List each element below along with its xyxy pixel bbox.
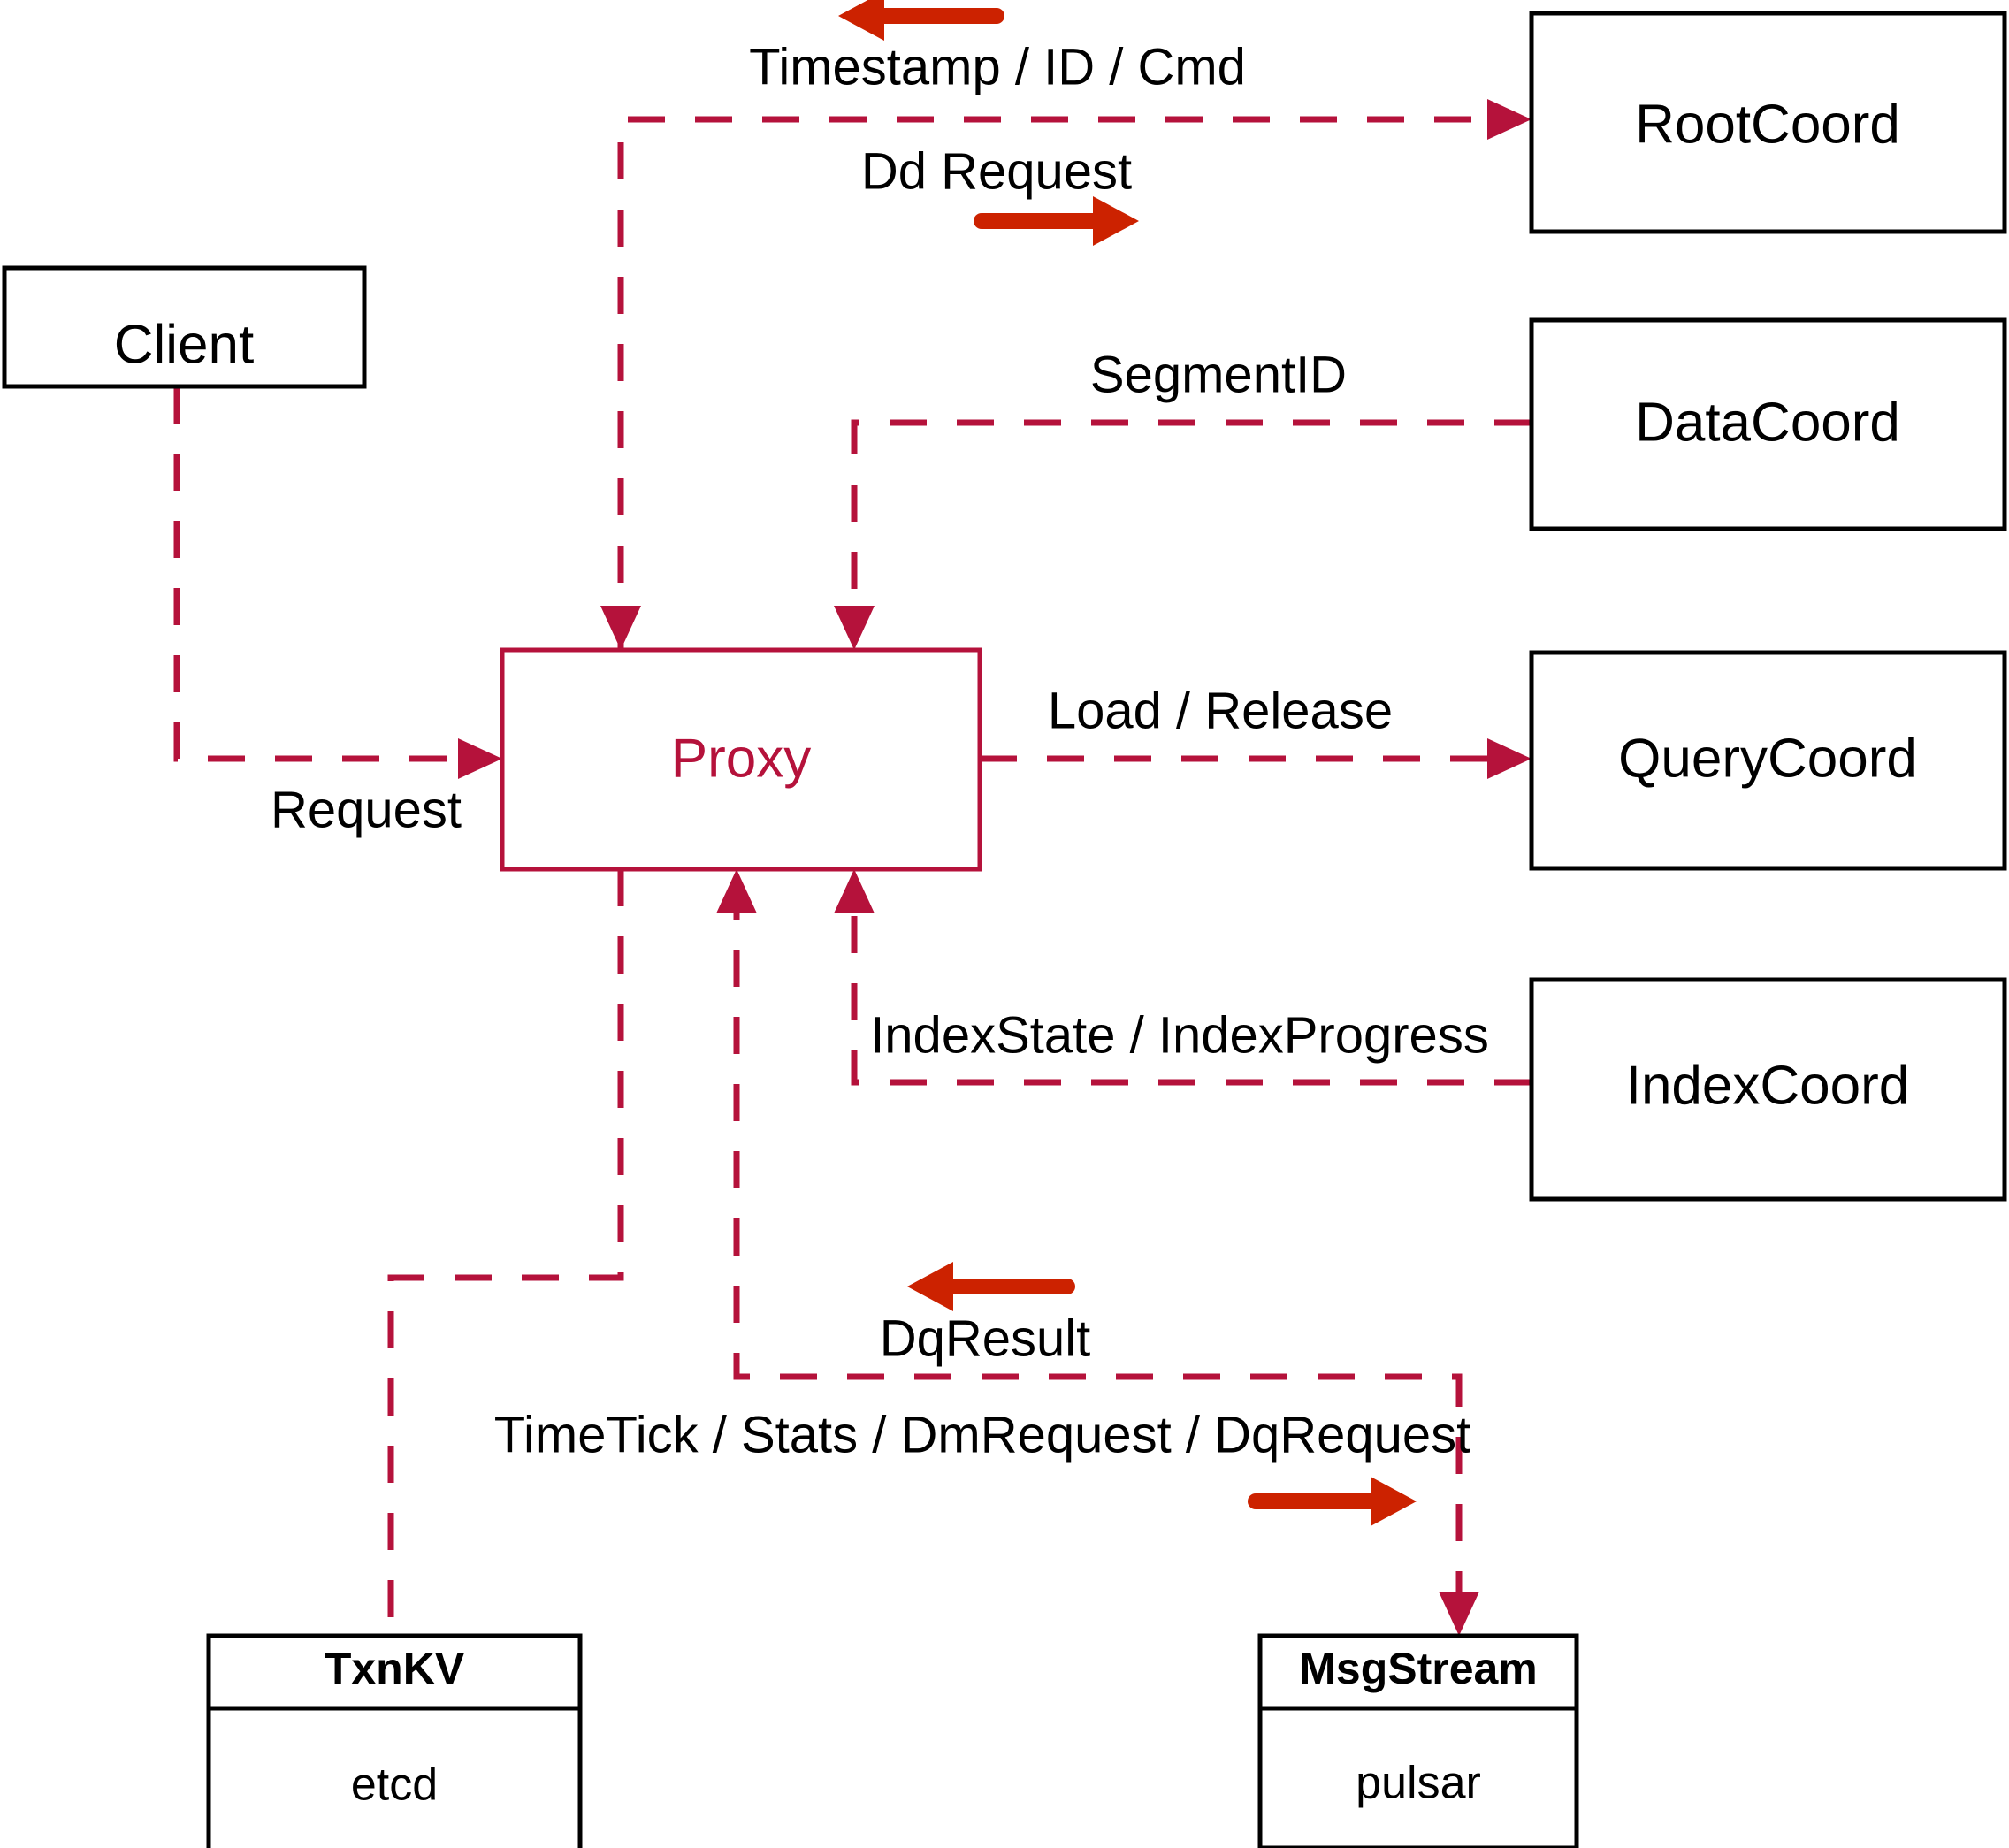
edge-label-load-release: Load / Release (1048, 682, 1393, 739)
edge-arrowhead-dd-request (1487, 99, 1532, 140)
direction-arrow-dd-request (974, 196, 1139, 246)
edge-arrowhead-dq-result (716, 869, 757, 913)
node-msgstream[interactable]: MsgStream pulsar (1257, 1633, 1579, 1848)
node-client[interactable]: Client (2, 265, 367, 389)
edge-line-txnkv (387, 869, 624, 1636)
node-rootcoord[interactable]: RootCoord (1529, 11, 2007, 234)
edge-label-segmentid: SegmentID (1090, 346, 1347, 403)
edge-arrowhead-timetick-stats (1439, 1592, 1479, 1636)
direction-arrow-dq-result (907, 1262, 1075, 1311)
node-label-datacoord: DataCoord (1635, 392, 1900, 453)
node-proxy[interactable]: Proxy (500, 647, 982, 872)
node-label-rootcoord: RootCoord (1635, 94, 1900, 155)
edge-arrowhead-segmentid (834, 606, 875, 650)
edge-arrowhead-index-state (834, 869, 875, 913)
node-txnkv[interactable]: TxnKV etcd (206, 1633, 583, 1848)
edge-line-index-state (851, 882, 1532, 1086)
edge-label-dq-result: DqResult (880, 1310, 1091, 1367)
edge-label-index-state: IndexState / IndexProgress (870, 1006, 1489, 1064)
node-datacoord[interactable]: DataCoord (1529, 317, 2007, 531)
edge-label-timetick-stats: TimeTick / Stats / DmRequest / DqRequest (494, 1406, 1471, 1463)
node-indexcoord[interactable]: IndexCoord (1529, 977, 2007, 1202)
node-querycoord[interactable]: QueryCoord (1529, 650, 2007, 871)
node-label-msgstream: MsgStream (1299, 1644, 1538, 1693)
edge-line-msgstream (733, 882, 1463, 1623)
node-label-indexcoord: IndexCoord (1626, 1055, 1910, 1116)
edge-arrowhead-load-release (1487, 738, 1532, 779)
direction-arrow-timestamp-id-cmd (838, 0, 1004, 41)
edge-arrowhead-request (458, 738, 502, 779)
node-label-client: Client (114, 314, 255, 375)
edge-arrowhead-timestamp-id-cmd (600, 606, 641, 650)
node-sublabel-txnkv: etcd (351, 1760, 438, 1811)
edge-label-timestamp-id-cmd: Timestamp / ID / Cmd (749, 38, 1246, 95)
edge-label-dd-request: Dd Request (861, 142, 1132, 200)
edge-line-segmentid (851, 419, 1532, 637)
node-sublabel-msgstream: pulsar (1356, 1758, 1481, 1809)
node-label-querycoord: QueryCoord (1618, 728, 1917, 789)
edge-line-request (173, 386, 488, 762)
direction-arrow-timetick-stats (1248, 1477, 1417, 1526)
node-label-proxy: Proxy (671, 728, 811, 789)
edge-label-request: Request (271, 781, 462, 838)
node-label-txnkv: TxnKV (325, 1644, 465, 1693)
